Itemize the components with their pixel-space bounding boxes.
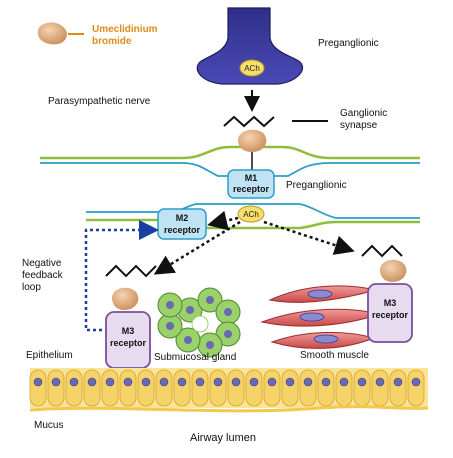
epithelial-nucleus (357, 377, 367, 387)
ach-terminal-label: ACh (244, 64, 260, 73)
epithelial-nucleus (339, 377, 349, 387)
m3-right-label-1: M3 (384, 298, 397, 308)
epithelial-nucleus (123, 377, 133, 387)
ach-vesicle-top (239, 59, 265, 77)
epithelial-cell (317, 369, 335, 407)
epithelial-cell (29, 369, 47, 407)
ach-mid (237, 205, 265, 223)
epithelial-nucleus (51, 377, 61, 387)
ganglionic-label-1: Ganglionic (340, 108, 388, 119)
epithelium-label: Epithelium (26, 350, 73, 361)
submucosal-gland (157, 287, 241, 358)
epithelial-nucleus (231, 377, 241, 387)
left-zigzag (105, 264, 157, 278)
epithelial-nucleus (393, 377, 403, 387)
epithelium-cells (29, 369, 425, 407)
epithelial-nucleus (105, 377, 115, 387)
legend-drug-line2: bromide (92, 36, 132, 47)
epithelial-cell (173, 369, 191, 407)
epithelial-cell (83, 369, 101, 407)
ganglionic-label-2: synapse (340, 120, 378, 131)
epithelial-cell (155, 369, 173, 407)
smooth-muscle (260, 285, 382, 349)
epithelial-nucleus (69, 377, 79, 387)
epithelial-cell (137, 369, 155, 407)
epithelial-cell (209, 369, 227, 407)
nerve-terminal: ACh (196, 7, 304, 85)
legend-drug-icon (37, 22, 67, 45)
m1-label-2: receptor (233, 184, 270, 194)
epithelial-nucleus (213, 377, 223, 387)
epithelial-cell (407, 369, 425, 407)
epithelial-nucleus (285, 377, 295, 387)
m3-receptor-right (367, 283, 413, 343)
epithelial-nucleus (321, 377, 331, 387)
epithelial-cell (47, 369, 65, 407)
negative-feedback-label-2: feedback (22, 270, 63, 281)
drug-ganglion (238, 129, 267, 152)
epithelial-nucleus (303, 377, 313, 387)
epithelial-cell (65, 369, 83, 407)
m1-receptor (227, 169, 275, 199)
parasympathetic-nerve-label: Parasympathetic nerve (48, 96, 151, 107)
epithelial-cell (245, 369, 263, 407)
m2-label-2: receptor (164, 225, 201, 235)
right-zigzag (361, 244, 403, 258)
epithelial-nucleus (249, 377, 259, 387)
epithelial-cell (119, 369, 137, 407)
m1-label-1: M1 (245, 173, 258, 183)
epithelial-cell (299, 369, 317, 407)
epithelial-cell (353, 369, 371, 407)
epithelial-cell (263, 369, 281, 407)
drug-right (380, 259, 407, 282)
epithelial-cell (101, 369, 119, 407)
preganglionic-top-label: Preganglionic (318, 38, 379, 49)
feedback-loop-arrow (84, 220, 159, 332)
epithelial-nucleus (33, 377, 43, 387)
ach-to-m2-arrow (207, 210, 239, 231)
epithelial-cell (371, 369, 389, 407)
epithelial-nucleus (177, 377, 187, 387)
epithelial-nucleus (411, 377, 421, 387)
airway-lumen-label: Airway lumen (190, 432, 257, 444)
epithelial-cell (389, 369, 407, 407)
mucus-label: Mucus (34, 420, 64, 431)
epithelial-nucleus (375, 377, 385, 387)
m3-left-label-2: receptor (110, 338, 147, 348)
epithelial-nucleus (267, 377, 277, 387)
epithelial-cell (281, 369, 299, 407)
epithelial-nucleus (195, 377, 205, 387)
m3-left-label-1: M3 (122, 326, 135, 336)
epithelial-cell (191, 369, 209, 407)
drug-left (112, 287, 139, 310)
ganglionic-zigzag (223, 115, 275, 128)
negative-feedback-label-3: loop (22, 282, 41, 293)
ach-to-left-arrow (153, 220, 241, 275)
preganglionic-mid-label: Preganglionic (286, 180, 347, 191)
epithelial-nucleus (87, 377, 97, 387)
negative-feedback-label-1: Negative (22, 258, 62, 269)
ach-mid-label: ACh (243, 210, 259, 219)
legend-drug-line1: Umeclidinium (92, 24, 158, 35)
epithelial-cell (335, 369, 353, 407)
m2-label-1: M2 (176, 213, 189, 223)
mucus-layer (29, 405, 429, 413)
epithelial-nucleus (141, 377, 151, 387)
epithelial-cell (227, 369, 245, 407)
m3-right-label-2: receptor (372, 310, 409, 320)
epithelial-nucleus (159, 377, 169, 387)
submucosal-gland-label: Submucosal gland (154, 352, 237, 363)
smooth-muscle-label: Smooth muscle (300, 350, 369, 361)
